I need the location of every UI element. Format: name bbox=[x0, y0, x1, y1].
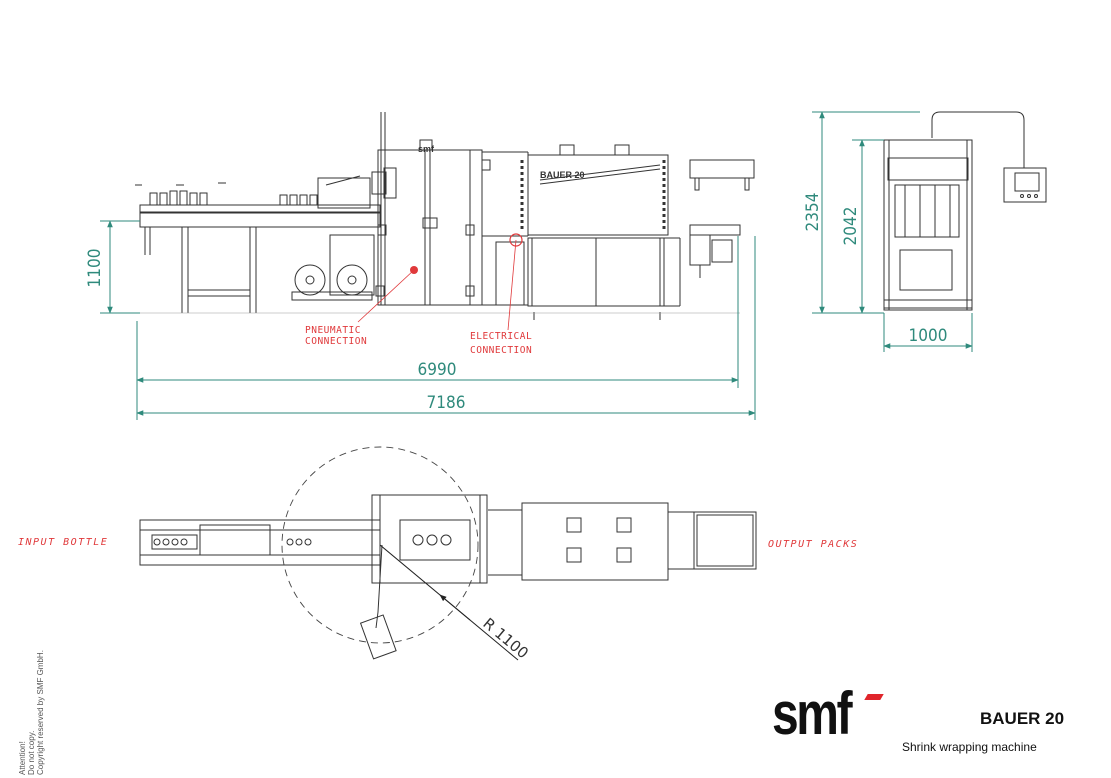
pneumatic-leader bbox=[357, 269, 415, 323]
control-panel bbox=[1003, 167, 1047, 203]
end-view bbox=[883, 111, 1047, 311]
pneumatic-label-1: PNEUMATIC bbox=[305, 325, 361, 336]
electrical-connection-point bbox=[509, 233, 523, 247]
end-view-dimensions bbox=[812, 111, 973, 352]
input-conveyor bbox=[135, 182, 381, 313]
dim-length-outer: 7186 bbox=[427, 393, 466, 413]
copyright-notice: Attention! Do not copy. Copyright reserv… bbox=[18, 650, 45, 775]
electrical-leader bbox=[507, 239, 517, 331]
copyright-line-2: Do not copy. bbox=[27, 730, 36, 775]
shrink-tunnel bbox=[520, 144, 681, 320]
top-view bbox=[139, 494, 757, 660]
dimension-lines bbox=[100, 220, 756, 420]
wrapping-module bbox=[371, 112, 529, 306]
side-view bbox=[100, 112, 755, 320]
dim-height-total: 2354 bbox=[803, 193, 823, 232]
pneumatic-label-2: CONNECTION bbox=[305, 336, 367, 347]
input-label: INPUT BOTTLE bbox=[18, 537, 108, 548]
swing-radius-circle bbox=[281, 446, 479, 644]
bottles bbox=[135, 182, 318, 206]
film-rolls bbox=[291, 175, 375, 301]
radius-arrow bbox=[439, 594, 471, 621]
electrical-label-2: CONNECTION bbox=[470, 345, 532, 356]
output-conveyor bbox=[689, 159, 755, 278]
model-title: BAUER 20 bbox=[980, 709, 1065, 728]
dim-width: 1000 bbox=[909, 326, 948, 346]
dim-height-inner: 2042 bbox=[841, 207, 861, 246]
copyright-line-3: Copyright reserved by SMF GmbH. bbox=[36, 650, 45, 775]
dim-height-left: 1100 bbox=[85, 249, 105, 288]
dim-radius: R 1100 bbox=[479, 614, 531, 662]
output-label: OUTPUT PACKS bbox=[768, 539, 858, 550]
electrical-label-1: ELECTRICAL bbox=[470, 331, 532, 342]
copyright-line-1: Attention! bbox=[18, 741, 27, 775]
tunnel-model-mark: BAUER 20 bbox=[540, 170, 585, 180]
model-description: Shrink wrapping machine bbox=[902, 740, 1037, 754]
dim-length-inner: 6990 bbox=[418, 360, 457, 380]
brand-logo: smf bbox=[772, 680, 853, 747]
cabinet-brand-mark: smf bbox=[418, 144, 435, 154]
